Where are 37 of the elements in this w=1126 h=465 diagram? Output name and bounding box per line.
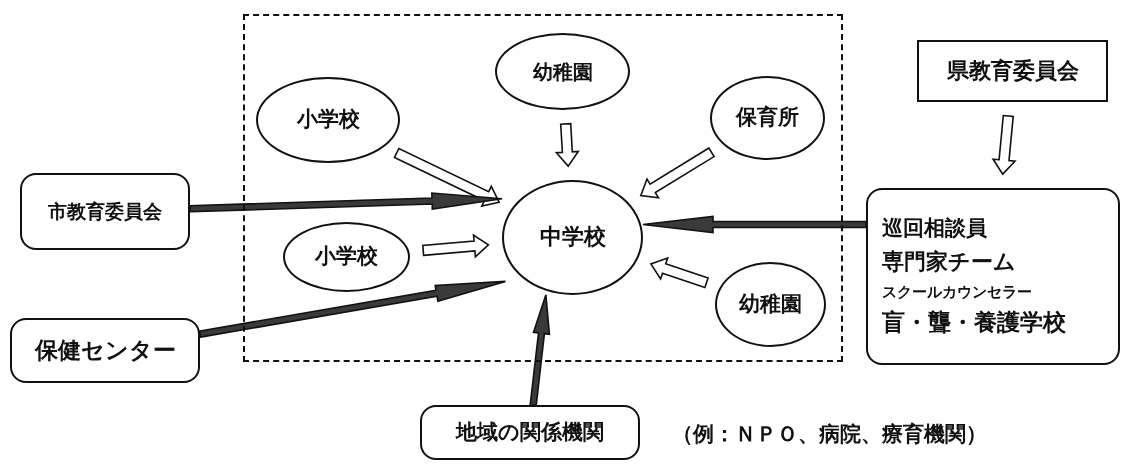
node-label: 県教育委員会 bbox=[946, 57, 1079, 85]
node-label: 専門家チーム bbox=[882, 249, 1016, 276]
node-label: スクールカウンセラー bbox=[882, 283, 1032, 302]
node-label: 巡回相談員 bbox=[882, 215, 987, 242]
example-note: （例：ＮＰＯ、病院、療育機関） bbox=[672, 421, 987, 448]
hollow-arrow bbox=[393, 147, 501, 208]
hollow-arrow bbox=[639, 146, 716, 199]
hollow-arrow bbox=[991, 114, 1017, 176]
thick-arrow bbox=[189, 192, 503, 213]
node-label: 小学校 bbox=[315, 244, 378, 270]
thick-arrow bbox=[529, 293, 551, 407]
hollow-arrow bbox=[554, 122, 580, 168]
node-label: 地域の関係機関 bbox=[456, 419, 604, 446]
ellipse-node bbox=[715, 262, 826, 347]
ellipse-node bbox=[283, 222, 410, 292]
ellipse-node bbox=[710, 76, 825, 160]
dashed-boundary bbox=[243, 14, 843, 362]
rounded-box bbox=[420, 405, 640, 460]
node-label: 保育所 bbox=[736, 105, 799, 131]
rectangle-box bbox=[917, 40, 1108, 102]
node-label: 中学校 bbox=[539, 224, 606, 251]
node-label: 保健センター bbox=[34, 336, 176, 365]
node-label: 小学校 bbox=[296, 107, 360, 133]
ellipse-node bbox=[495, 33, 630, 110]
thick-arrow bbox=[642, 215, 867, 234]
hollow-arrow bbox=[421, 233, 490, 259]
hollow-arrow bbox=[649, 256, 710, 289]
node-label: 幼稚園 bbox=[532, 59, 593, 84]
rounded-box bbox=[10, 318, 200, 383]
node-label: 盲・聾・養護学校 bbox=[882, 309, 1066, 338]
ellipse-node bbox=[256, 77, 400, 163]
thick-arrow bbox=[198, 280, 507, 339]
rounded-box bbox=[20, 173, 190, 250]
rounded-box bbox=[866, 188, 1120, 365]
ellipse-node bbox=[502, 180, 643, 295]
node-label: 幼稚園 bbox=[739, 291, 802, 318]
node-label: 市教育委員会 bbox=[48, 200, 162, 223]
